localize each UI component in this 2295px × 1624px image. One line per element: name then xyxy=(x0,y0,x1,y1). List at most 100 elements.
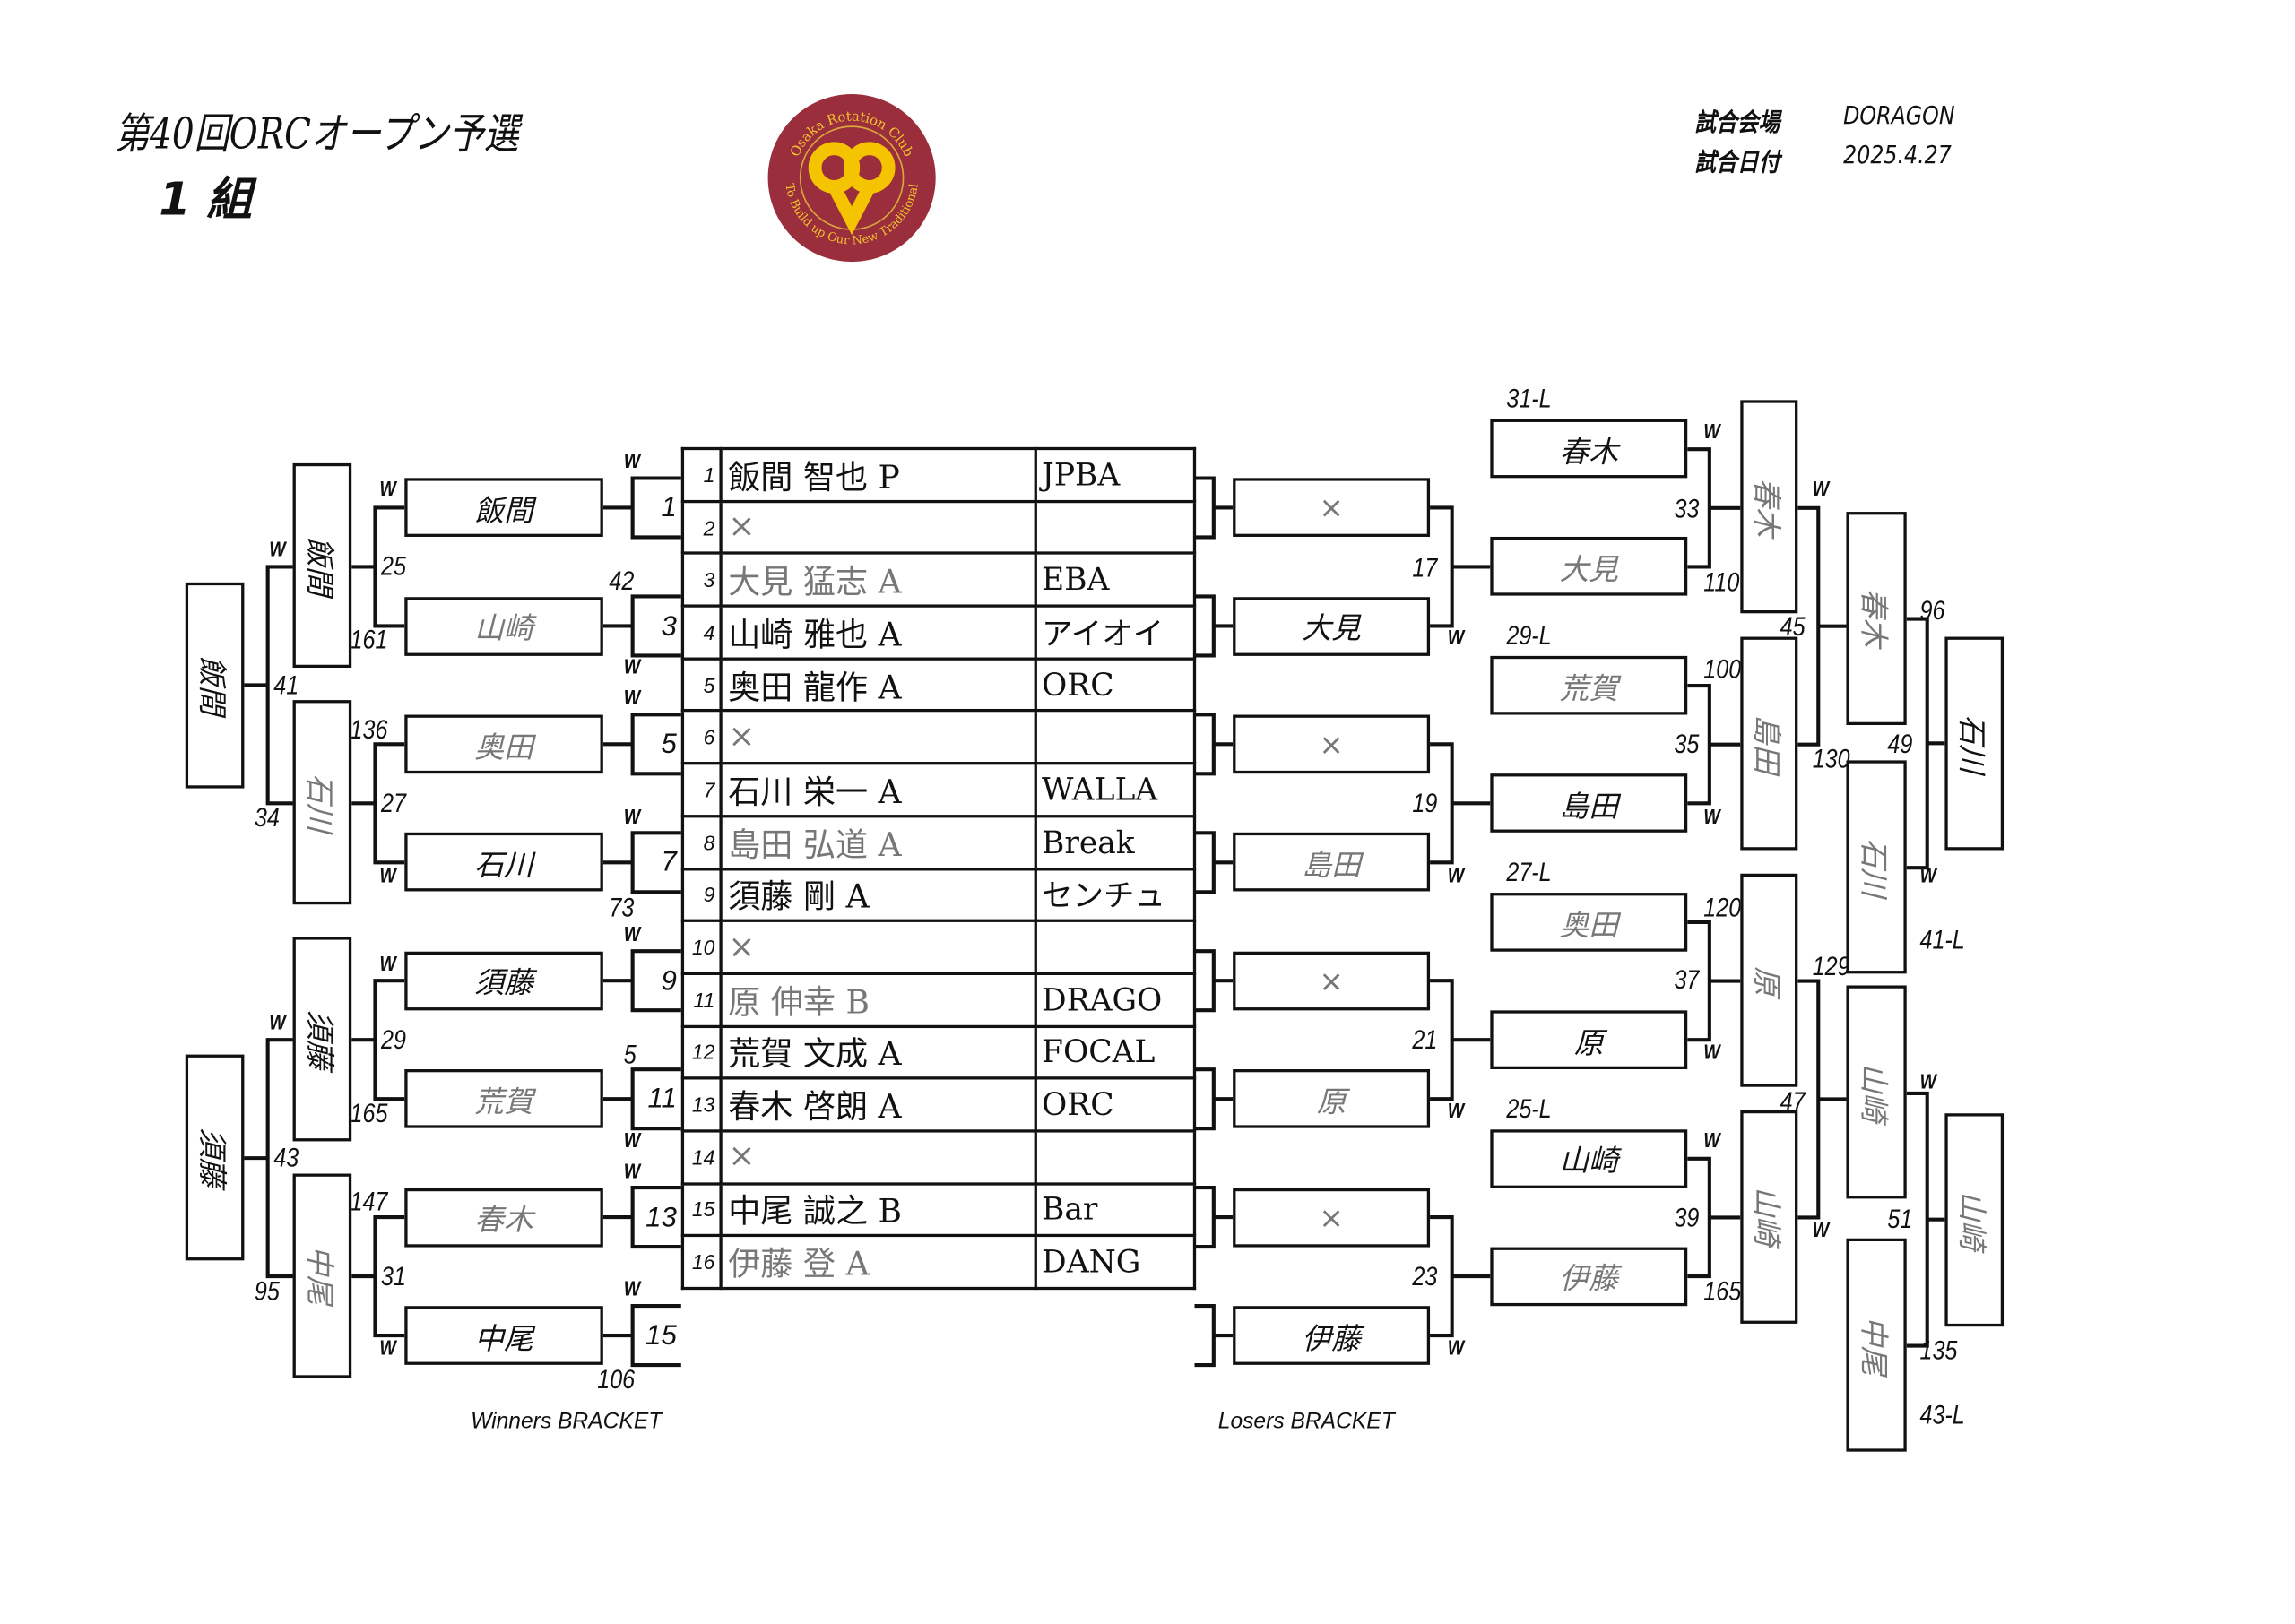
losers-round3-slot[interactable]: 島田 xyxy=(1740,636,1798,851)
winner-mark: W xyxy=(1919,1069,1936,1093)
match-number: 5 xyxy=(623,1040,637,1070)
match-number: 51 xyxy=(1887,1204,1913,1234)
entry-club xyxy=(1034,919,1197,975)
winner-mark: W xyxy=(1447,1335,1465,1360)
winners-round1-slot[interactable]: 中尾 xyxy=(404,1306,603,1365)
losers-round1-slot[interactable]: × xyxy=(1233,714,1431,774)
winners-final-slot[interactable]: 飯間 xyxy=(185,582,245,789)
entry-row[interactable]: 6× xyxy=(680,709,1197,765)
match-number: 29 xyxy=(381,1024,406,1055)
player-name: 山崎 xyxy=(1856,1063,1892,1122)
entry-number: 1 xyxy=(680,446,723,503)
losers-round2-slot[interactable]: 伊藤 xyxy=(1490,1247,1688,1306)
winners-bracket-label: Winners BRACKET xyxy=(471,1409,663,1434)
losers-round2-slot[interactable]: 奥田 xyxy=(1490,893,1688,952)
match-number: 110 xyxy=(1703,567,1740,598)
match-number: 15 xyxy=(645,1320,677,1352)
winners-round1-slot[interactable]: 荒賀 xyxy=(404,1069,603,1128)
winner-mark: W xyxy=(379,1335,396,1360)
losers-round3-slot[interactable]: 山崎 xyxy=(1740,1110,1798,1324)
losers-round1-slot[interactable]: 島田 xyxy=(1233,833,1431,893)
date-value: 2025.4.27 xyxy=(1843,141,1952,171)
player-name: 春木 xyxy=(1856,588,1892,648)
losers-final-slot[interactable]: 山崎 xyxy=(1944,1113,2005,1327)
losers-round1-slot[interactable]: 大見 xyxy=(1233,596,1431,656)
losers-round2-slot[interactable]: 原 xyxy=(1490,1010,1688,1070)
winners-round2-slot[interactable]: 中尾 xyxy=(292,1173,352,1378)
winner-mark: W xyxy=(379,476,396,500)
club-logo: Osaka Rotation Club To Build up Our New … xyxy=(767,94,936,263)
player-name: 荒賀 xyxy=(474,1083,533,1119)
player-name: 原 xyxy=(1749,965,1785,996)
match-number: 13 xyxy=(645,1202,677,1234)
player-name: 山崎 xyxy=(1954,1190,1990,1250)
losers-round4-slot[interactable]: 石川 xyxy=(1846,760,1907,974)
winners-round1-slot[interactable]: 須藤 xyxy=(404,951,603,1011)
match-number: 106 xyxy=(597,1364,636,1395)
winners-round2-slot[interactable]: 飯間 xyxy=(292,463,352,669)
winners-round2-slot[interactable]: 石川 xyxy=(292,700,352,905)
winners-round1-slot[interactable]: 奥田 xyxy=(404,714,603,774)
connector-line xyxy=(1194,476,1216,540)
entry-name: 須藤 剛 A xyxy=(719,867,1038,923)
losers-round3-slot[interactable]: 春木 xyxy=(1740,400,1798,614)
entry-club xyxy=(1034,1129,1197,1186)
player-name: 飯間 xyxy=(195,655,230,715)
losers-round1-slot[interactable]: 伊藤 xyxy=(1233,1306,1431,1365)
match-number: 100 xyxy=(1703,654,1742,685)
player-name: 春木 xyxy=(474,1201,533,1238)
match-number: 120 xyxy=(1703,893,1742,922)
losers-round1-slot[interactable]: 原 xyxy=(1233,1069,1431,1128)
losers-final-slot[interactable]: 石川 xyxy=(1944,637,2005,851)
entry-number: 15 xyxy=(680,1181,723,1238)
losers-round2-slot[interactable]: 島田 xyxy=(1490,773,1688,834)
player-name: 石川 xyxy=(302,773,338,833)
entry-number: 4 xyxy=(680,604,723,661)
losers-round2-slot[interactable]: 春木 xyxy=(1490,419,1688,479)
winners-round1-slot[interactable]: 飯間 xyxy=(404,478,603,538)
connector-line xyxy=(373,505,405,628)
entry-row[interactable]: 14× xyxy=(680,1129,1197,1186)
match-number: 129 xyxy=(1812,951,1850,981)
match-number: 42 xyxy=(609,566,635,596)
entry-row[interactable]: 2× xyxy=(680,499,1197,556)
entry-number: 12 xyxy=(680,1024,723,1080)
player-name: 山崎 xyxy=(1559,1143,1619,1179)
winners-round1-slot[interactable]: 山崎 xyxy=(404,596,603,656)
losers-round2-slot[interactable]: 山崎 xyxy=(1490,1128,1688,1188)
losers-round4-slot[interactable]: 中尾 xyxy=(1846,1238,1907,1452)
losers-round2-slot[interactable]: 大見 xyxy=(1490,537,1688,597)
entry-row[interactable]: 10× xyxy=(680,919,1197,975)
match-number: 19 xyxy=(1412,788,1438,818)
losers-round4-slot[interactable]: 山崎 xyxy=(1846,986,1907,1200)
winners-round1-slot[interactable]: 春木 xyxy=(404,1188,603,1247)
player-name: 大見 xyxy=(1302,610,1361,646)
losers-round3-slot[interactable]: 原 xyxy=(1740,873,1798,1087)
match-number: 3 xyxy=(661,610,677,643)
entry-club: WALLA xyxy=(1034,762,1197,818)
winners-final-slot[interactable]: 須藤 xyxy=(185,1055,245,1261)
winners-round2-slot[interactable]: 須藤 xyxy=(292,937,352,1142)
match-number: 27 xyxy=(381,788,406,818)
losers-round2-slot[interactable]: 荒賀 xyxy=(1490,656,1688,715)
losers-round1-slot[interactable]: × xyxy=(1233,1188,1431,1247)
losers-round4-slot[interactable]: 春木 xyxy=(1846,511,1907,725)
losers-round1-slot[interactable]: × xyxy=(1233,951,1431,1011)
winners-round1-slot[interactable]: 石川 xyxy=(404,833,603,893)
entry-name: 伊藤 登 A xyxy=(719,1234,1038,1291)
losers-round1-slot[interactable]: × xyxy=(1233,478,1431,538)
player-name: 原 xyxy=(1316,1083,1347,1119)
